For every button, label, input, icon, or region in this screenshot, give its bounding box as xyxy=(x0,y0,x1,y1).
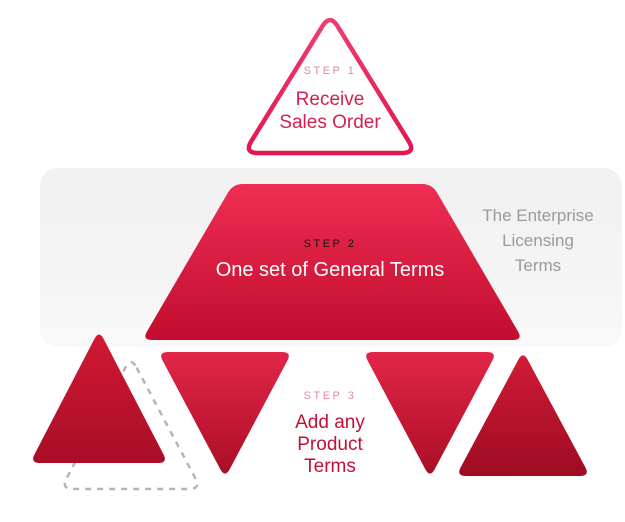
step1-label: STEP 1 xyxy=(303,65,357,77)
step2-title: One set of General Terms xyxy=(215,259,445,281)
dashed-triangle-outline xyxy=(63,361,199,491)
step1-title: Receive Sales Order xyxy=(279,89,381,133)
triangle-up-left xyxy=(33,334,165,463)
step1-triangle-outline xyxy=(246,17,414,156)
triangle-down-right xyxy=(366,352,494,474)
triangle-up-right xyxy=(459,355,587,476)
step3-title: Add any Product Terms xyxy=(295,412,365,477)
enterprise-licensing-terms-note: The Enterprise Licensing Terms xyxy=(482,206,594,275)
triangle-down-left xyxy=(161,352,289,474)
step3-label: STEP 3 xyxy=(303,390,357,402)
step2-trapezoid xyxy=(145,184,520,340)
step2-label: STEP 2 xyxy=(303,238,357,250)
